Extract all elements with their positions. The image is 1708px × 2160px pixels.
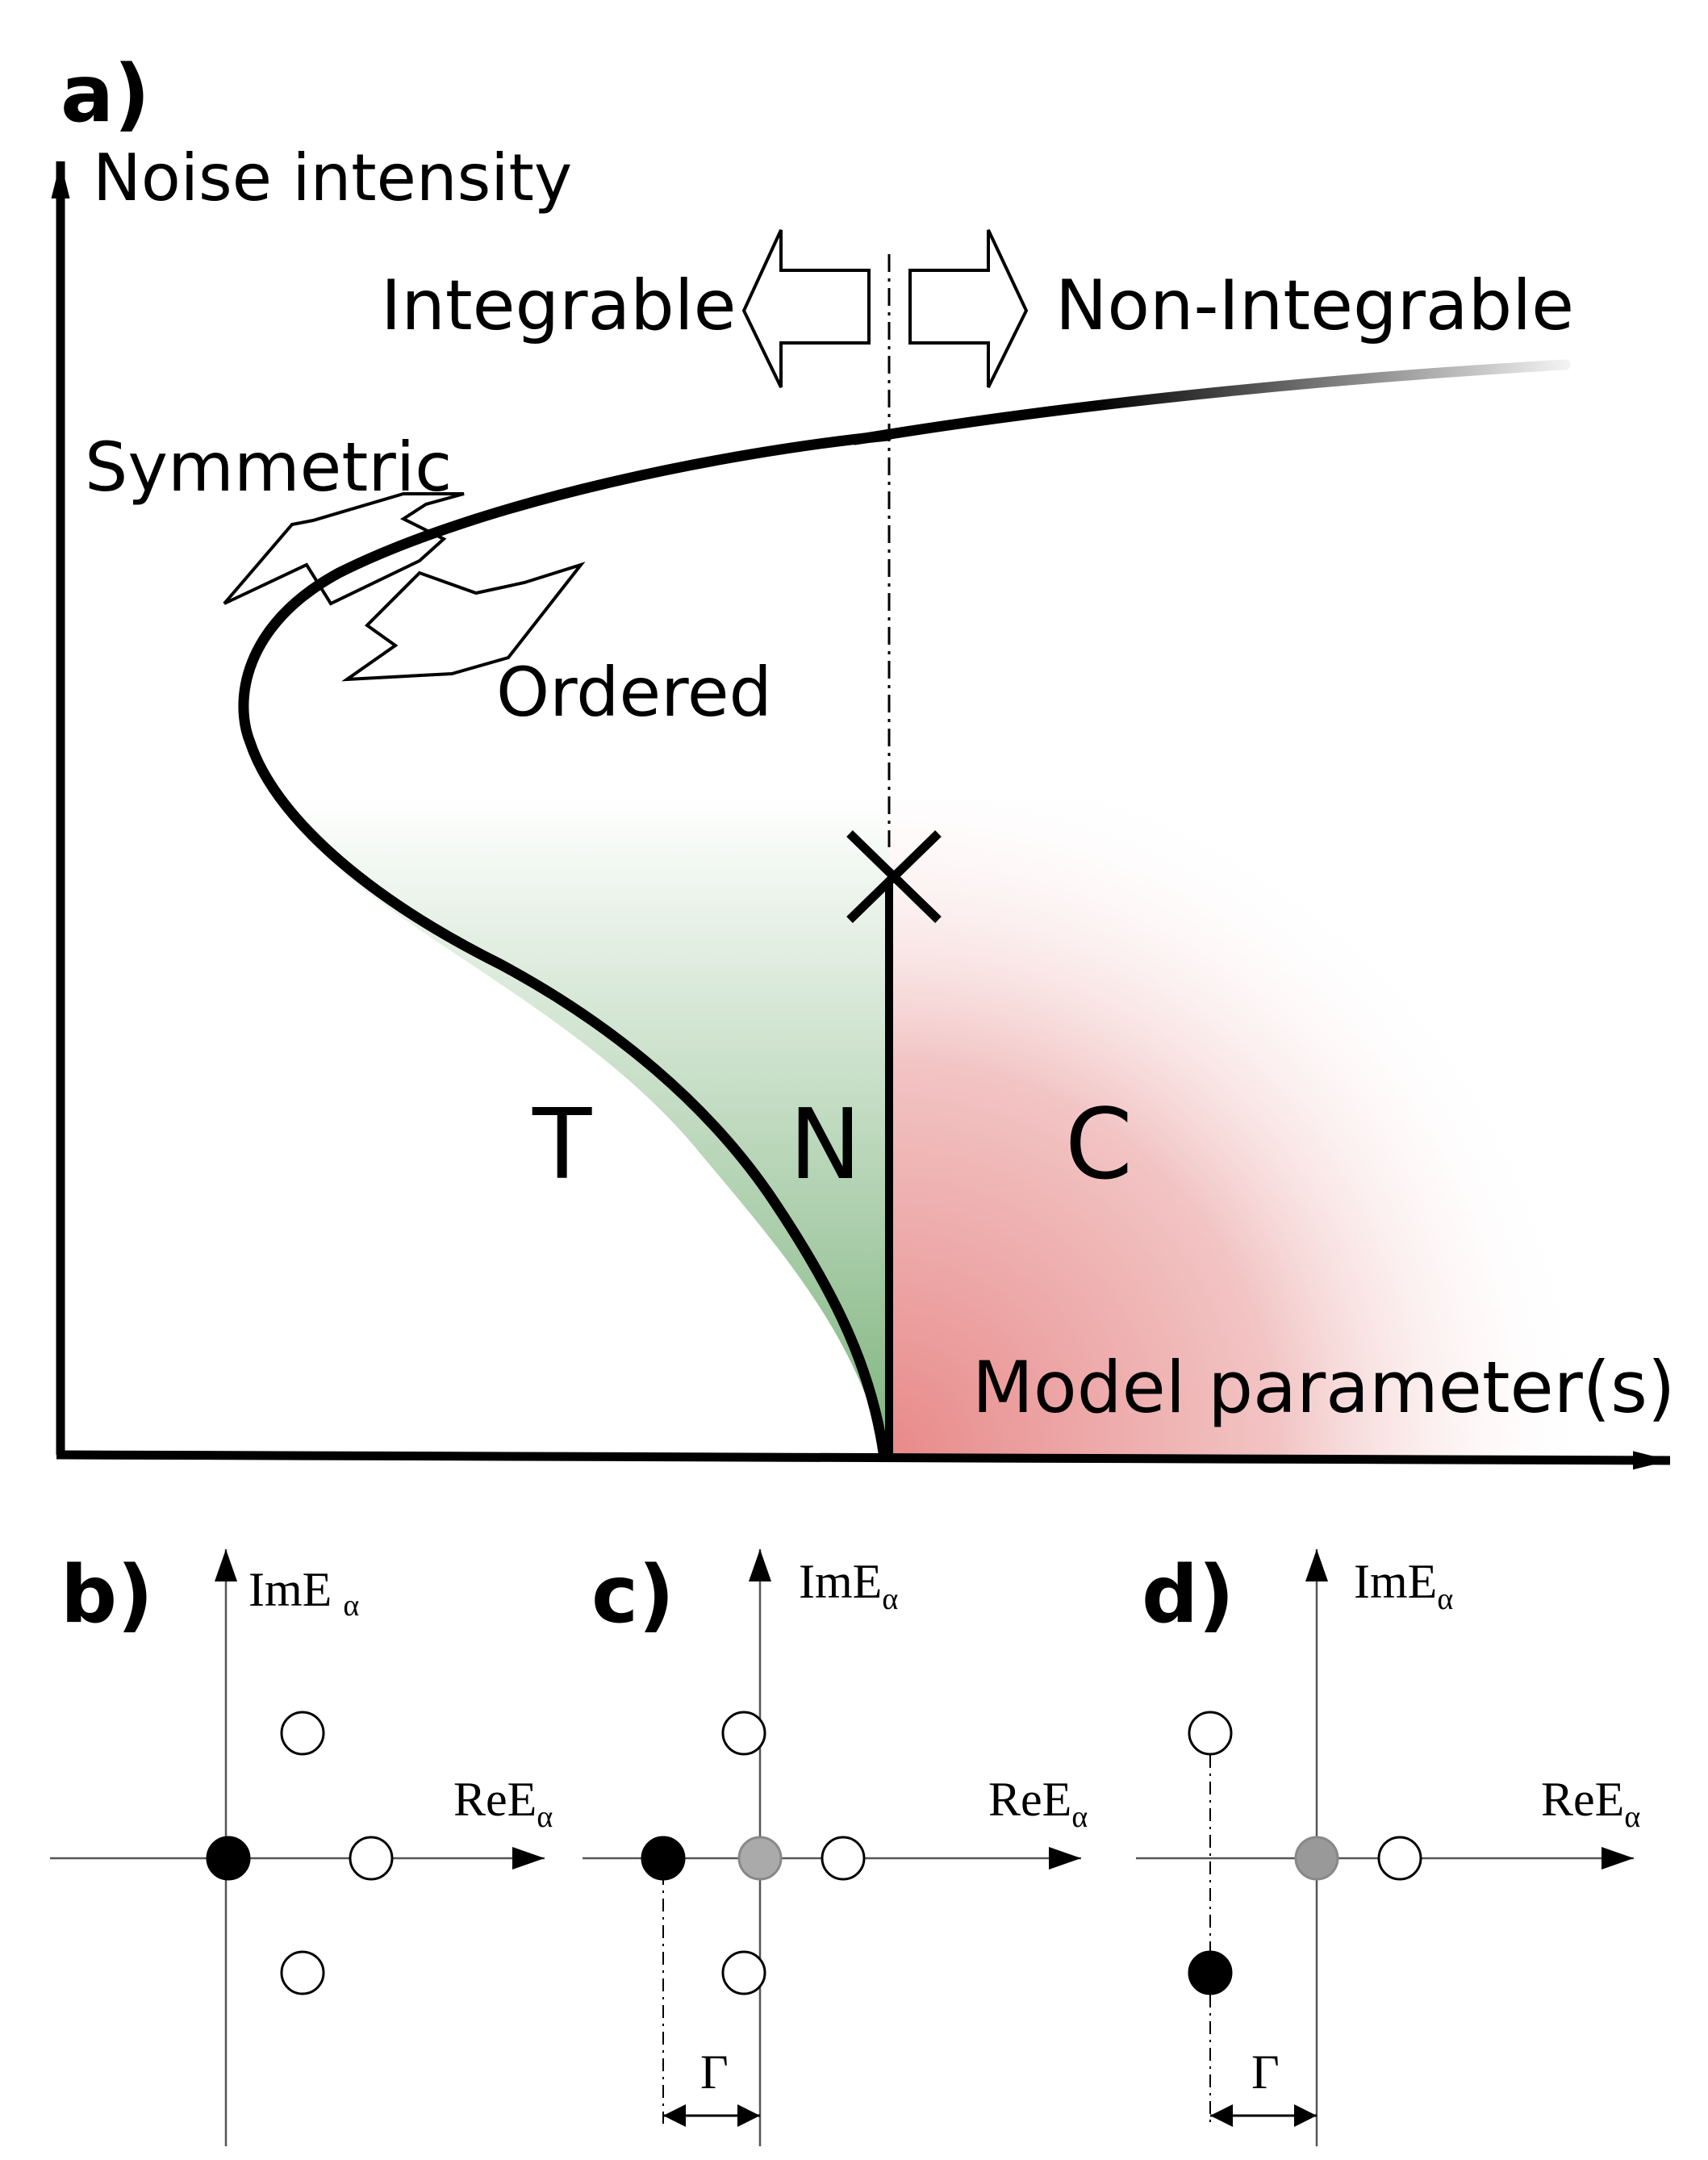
phase-boundary-curve	[238, 430, 893, 1458]
d-eigenvalue	[1377, 1836, 1422, 1881]
c-eigenvalue	[641, 1836, 686, 1881]
phase-boundary-upper	[850, 359, 1571, 445]
d-im-label: ImEα	[1354, 1555, 1453, 1616]
symmetric-label: Symmetric	[85, 428, 452, 507]
n-region	[278, 799, 889, 1452]
critical-point-marker	[846, 830, 942, 923]
c-gamma-label: Γ	[700, 2045, 729, 2099]
panel-d: d) ImEα ReEα Γ	[1136, 1549, 1640, 2146]
c-eigenvalue	[821, 1836, 866, 1881]
d-eigenvalue	[1188, 1711, 1233, 1756]
d-eigenvalue	[1188, 1950, 1233, 1995]
panel-a-label: a)	[61, 48, 150, 140]
phase-T-label: T	[532, 1089, 592, 1201]
x-axis	[56, 1450, 1671, 1470]
b-eigenvalue	[280, 1950, 325, 1995]
phase-C-label: C	[1065, 1089, 1133, 1201]
integrable-arrow	[741, 229, 871, 388]
d-eigenvalue	[1294, 1836, 1339, 1881]
integrable-label: Integrable	[381, 265, 737, 346]
panel-a: a) Noise intensity Model parameter(s) In…	[51, 48, 1675, 1470]
b-eigenvalue	[349, 1836, 394, 1881]
b-eigenvalue	[280, 1711, 325, 1756]
ordered-arrow	[341, 562, 586, 682]
panel-c: c) ImEα ReEα Γ	[583, 1549, 1088, 2146]
b-eigenvalue	[206, 1836, 251, 1881]
non-integrable-arrow	[908, 229, 1029, 388]
panel-b-label: b)	[61, 1549, 153, 1641]
panel-d-label: d)	[1142, 1549, 1234, 1641]
d-gamma-label: Γ	[1251, 2045, 1280, 2099]
c-eigenvalue	[721, 1950, 766, 1995]
c-eigenvalue	[737, 1836, 783, 1881]
c-eigenvalue	[721, 1711, 766, 1756]
d-re-label: ReEα	[1541, 1773, 1640, 1834]
non-integrable-label: Non-Integrable	[1055, 265, 1574, 346]
c-region	[889, 799, 1615, 1456]
c-re-label: ReEα	[988, 1773, 1088, 1834]
ordered-label: Ordered	[496, 653, 772, 732]
b-re-label: ReEα	[453, 1773, 553, 1834]
panel-c-label: c)	[591, 1549, 674, 1641]
x-axis-label: Model parameter(s)	[972, 1346, 1675, 1429]
phase-N-label: N	[789, 1089, 862, 1201]
c-im-label: ImEα	[799, 1555, 898, 1616]
y-axis-label: Noise intensity	[93, 140, 572, 215]
